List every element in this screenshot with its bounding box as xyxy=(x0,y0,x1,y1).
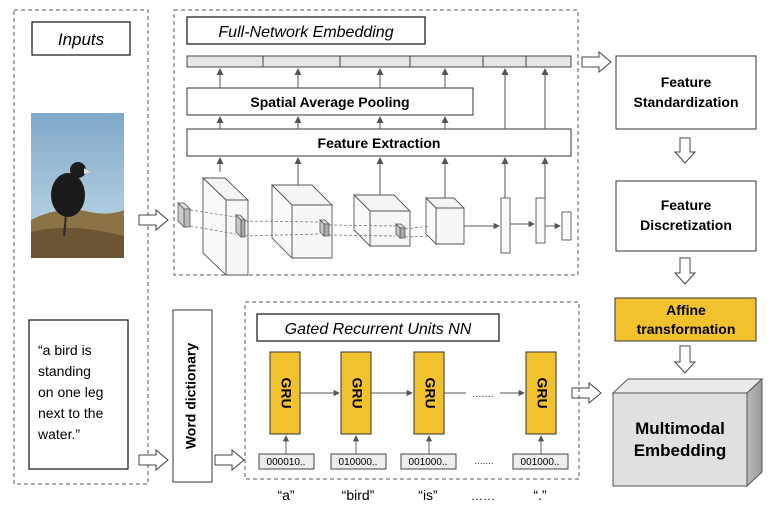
feature-extraction-label: Feature Extraction xyxy=(318,135,441,151)
affine-transformation-line-1: Affine xyxy=(666,302,706,318)
fne-title: Full-Network Embedding xyxy=(218,24,393,41)
cnn-layers xyxy=(201,176,572,277)
affine-transformation-line-2: transformation xyxy=(637,321,736,337)
one-hot-ellipsis: ....... xyxy=(474,456,493,467)
feature-standardization-box xyxy=(615,55,757,130)
multimodal-embedding-line-2: Embedding xyxy=(634,441,727,460)
dense-arrows xyxy=(464,220,561,230)
one-hot-code-2: 010000.. xyxy=(339,457,378,468)
fne-title-box xyxy=(186,16,426,45)
arrow-caption-to-dict xyxy=(138,448,169,472)
feature-vector xyxy=(186,55,572,68)
spatial-pooling-label: Spatial Average Pooling xyxy=(250,94,409,110)
feature-standardization-line-1: Feature xyxy=(661,74,712,90)
cnn-projections xyxy=(189,209,431,238)
word-token-1: “a” xyxy=(277,487,294,503)
caption-box xyxy=(28,319,129,470)
caption-line-1: “a bird is xyxy=(38,342,92,358)
caption-line-3: on one leg xyxy=(38,384,103,400)
feature-standardization-line-2: Standardization xyxy=(633,94,738,110)
multimodal-embedding-line-1: Multimodal xyxy=(635,419,725,438)
caption-line-4: next to the xyxy=(38,405,104,421)
input-arrows xyxy=(282,435,545,454)
word-dictionary-box xyxy=(172,309,213,483)
word-dictionary-label: Word dictionary xyxy=(183,343,199,450)
affine-transformation-box xyxy=(614,297,757,342)
gru-cells xyxy=(269,351,557,435)
gru-label-4: GRU xyxy=(534,377,550,408)
feature-discretization-box xyxy=(615,180,757,252)
arrow-gru-to-multimodal xyxy=(571,381,602,405)
cnn-filters xyxy=(177,202,406,239)
inputs-label-box xyxy=(31,21,131,56)
arrow-standardization-to-discretization xyxy=(673,137,697,164)
arrow-fne-to-standardization xyxy=(581,50,612,74)
one-hot-code-1: 000010.. xyxy=(267,457,306,468)
word-token-ellipsis: …… xyxy=(471,489,495,503)
feature-discretization-line-1: Feature xyxy=(661,197,712,213)
fne-panel xyxy=(173,9,579,276)
multimodal-embedding-box xyxy=(611,377,764,488)
spatial-pooling-box xyxy=(186,87,474,116)
one-hot-code-4: 001000.. xyxy=(521,457,560,468)
block-arrows xyxy=(138,50,697,472)
arrow-dict-to-gru xyxy=(214,448,245,472)
caption-line-2: standing xyxy=(38,363,91,379)
gru-ellipsis: ....... xyxy=(472,388,493,400)
feature-discretization-line-2: Discretization xyxy=(640,217,732,233)
gru-title: Gated Recurrent Units NN xyxy=(285,321,472,338)
word-token-3: “is” xyxy=(418,487,438,503)
arrow-discretization-to-affine xyxy=(673,257,697,285)
one-hot-code-3: 001000.. xyxy=(409,457,448,468)
gru-label-2: GRU xyxy=(349,377,365,408)
gru-label-1: GRU xyxy=(278,377,294,408)
gru-title-box xyxy=(256,313,500,342)
gru-label-3: GRU xyxy=(422,377,438,408)
feature-extraction-box xyxy=(186,128,572,157)
caption-line-5: water.” xyxy=(37,426,80,442)
arrow-image-to-cnn xyxy=(138,208,169,232)
inputs-label: Inputs xyxy=(58,30,105,49)
fne-arrows xyxy=(216,68,549,198)
word-token-5: “.” xyxy=(533,487,547,503)
gru-panel xyxy=(244,301,580,480)
word-token-2: “bird” xyxy=(342,487,375,503)
arrow-affine-to-multimodal xyxy=(673,345,697,374)
one-hot-boxes xyxy=(258,453,569,470)
bird-photo xyxy=(31,113,124,258)
inputs-panel xyxy=(13,9,149,485)
